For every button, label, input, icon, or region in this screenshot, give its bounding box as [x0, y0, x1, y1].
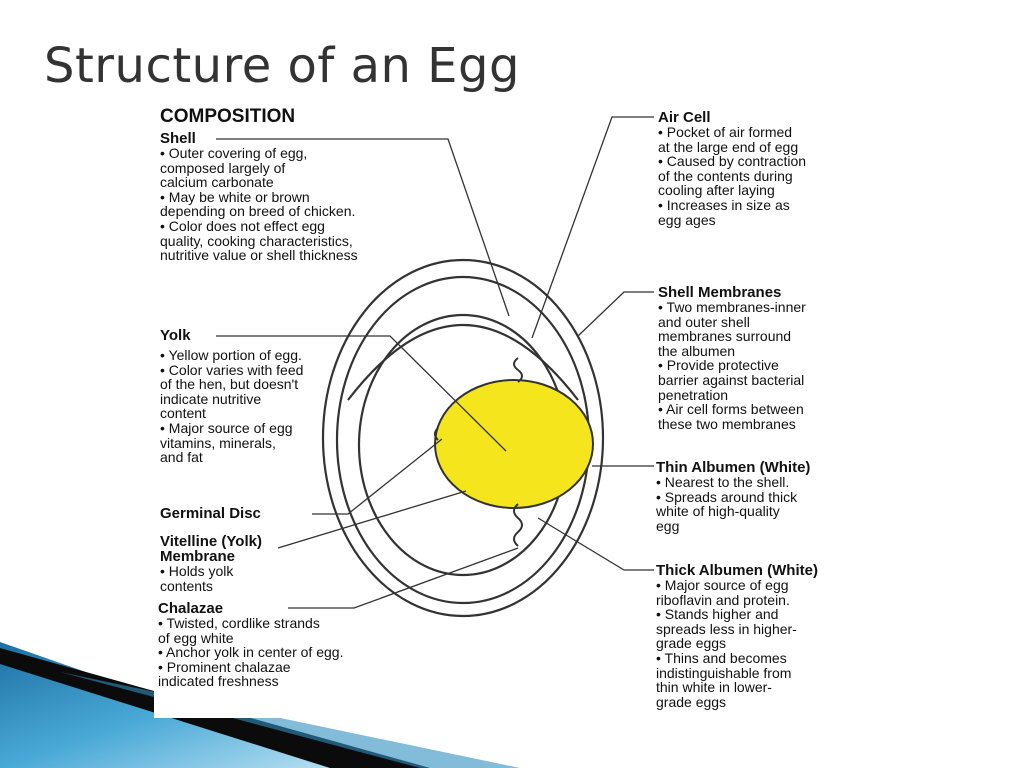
yolk-title: Yolk: [160, 327, 191, 344]
shell-membranes-line: penetration: [658, 386, 729, 403]
shell-line: calcium carbonate: [160, 174, 274, 191]
thick-albumen-line: • Stands higher and: [656, 606, 779, 623]
leader-thick-albumen: [537, 517, 654, 571]
shell-membranes-line: membranes surround: [658, 328, 792, 345]
chalazae-label: Chalazae • Twisted, cordlike strands of …: [158, 601, 343, 689]
chalazae-line: • Twisted, cordlike strands: [158, 615, 320, 631]
leader-yolk: [216, 335, 507, 452]
air-cell-line: • Caused by contraction: [658, 153, 807, 170]
vitelline-line: contents: [160, 577, 213, 594]
vitelline-title: Vitelline (Yolk): [160, 533, 262, 550]
shell-label: Shell • Outer covering of egg, composed …: [160, 131, 358, 263]
egg-diagram: [216, 116, 654, 618]
shell-membranes-line: and outer shell: [658, 313, 750, 330]
chalazae-line: indicated freshness: [158, 673, 279, 690]
yolk-line: and fat: [160, 449, 203, 466]
shell-title: Shell: [160, 130, 196, 147]
thick-albumen-line: indistinguishable from: [656, 664, 792, 681]
air-cell-outline: [347, 324, 579, 401]
chalaza-top: [513, 357, 523, 383]
leader-vitelline: [277, 490, 467, 549]
air-cell-label: Air Cell • Pocket of air formed at the l…: [658, 110, 806, 227]
shell-membranes-line: • Provide protective: [658, 357, 779, 374]
thick-albumen-label: Thick Albumen (White) • Major source of …: [656, 563, 818, 709]
shell-membranes-line: • Two membranes-inner: [658, 299, 806, 315]
yolk-shape: [434, 379, 594, 509]
thin-albumen-label: Thin Albumen (White) • Nearest to the sh…: [656, 460, 810, 533]
yolk-label: Yolk • Yellow portion of egg. • Color va…: [160, 328, 303, 465]
yolk-line: content: [160, 405, 206, 422]
thin-albumen-line: • Spreads around thick: [656, 488, 798, 505]
thin-albumen-line: • Nearest to the shell.: [656, 474, 790, 490]
shell-membranes-line: • Air cell forms between: [658, 401, 804, 418]
chalazae-title: Chalazae: [158, 600, 224, 617]
shell-membranes-line: barrier against bacterial: [658, 371, 805, 388]
slide-title: Structure of an Egg: [44, 38, 520, 94]
thin-albumen-line: white of high-quality: [656, 503, 780, 520]
shell-membranes-line: the albumen: [658, 342, 736, 359]
yolk-line: • Major source of egg: [160, 419, 293, 436]
yolk-line: • Color varies with feed: [160, 361, 304, 378]
shell-line: depending on breed of chicken.: [160, 203, 356, 220]
germinal-disc-label: Germinal Disc: [160, 506, 261, 521]
vitelline-line: • Holds yolk: [160, 563, 234, 579]
thin-albumen-title: Thin Albumen (White): [656, 459, 811, 476]
vitelline-title-line2: Membrane: [160, 548, 236, 565]
vitelline-label: Vitelline (Yolk) Membrane • Holds yolk c…: [160, 534, 262, 593]
shell-membranes-line: these two membranes: [658, 415, 796, 432]
leader-chalazae: [288, 547, 519, 609]
leader-shell-membranes: [577, 291, 654, 337]
shell-membranes-title: Shell Membranes: [658, 284, 782, 301]
yolk-line: • Yellow portion of egg.: [160, 347, 302, 363]
leader-air-cell: [531, 116, 654, 339]
chalazae-line: • Anchor yolk in center of egg.: [158, 644, 344, 661]
air-cell-line: of the contents during: [658, 167, 793, 184]
thick-albumen-line: thin white in lower-: [656, 679, 772, 696]
germinal-disc-shape: [434, 427, 439, 441]
yolk-line: of the hen, but doesn't: [160, 376, 299, 393]
shell-line: • May be white or brown: [160, 188, 310, 205]
germinal-disc-title: Germinal Disc: [160, 505, 261, 522]
chalaza-bottom: [513, 503, 523, 547]
thick-albumen-line: grade eggs: [656, 635, 727, 652]
air-cell-line: • Increases in size as: [658, 196, 790, 213]
shell-line: nutritive value or shell thickness: [160, 247, 358, 264]
shell-line: composed largely of: [160, 159, 286, 176]
air-cell-line: cooling after laying: [658, 182, 775, 199]
thick-albumen-line: • Thins and becomes: [656, 649, 787, 666]
yolk-line: indicate nutritive: [160, 390, 262, 407]
yolk-line: vitamins, minerals,: [160, 434, 276, 451]
thin-albumen-line: egg: [656, 517, 680, 534]
thick-albumen-line: • Major source of egg: [656, 577, 789, 593]
thick-albumen-line: riboflavin and protein.: [656, 591, 790, 608]
composition-heading: COMPOSITION: [160, 106, 296, 127]
thick-albumen-line: grade eggs: [656, 693, 727, 710]
shell-line: quality, cooking characteristics,: [160, 232, 353, 249]
air-cell-line: at the large end of egg: [658, 138, 799, 155]
shell-line: • Color does not effect egg: [160, 217, 325, 234]
leader-germinal-disc: [312, 438, 443, 515]
chalazae-line: • Prominent chalazae: [158, 658, 291, 675]
shell-line: • Outer covering of egg,: [160, 145, 308, 161]
air-cell-line: • Pocket of air formed: [658, 124, 793, 140]
air-cell-line: egg ages: [658, 211, 716, 228]
chalazae-line: of egg white: [158, 629, 234, 646]
shell-membranes-label: Shell Membranes • Two membranes-inner an…: [658, 285, 806, 431]
air-cell-title: Air Cell: [658, 109, 711, 126]
thick-albumen-title: Thick Albumen (White): [656, 562, 818, 579]
thick-albumen-line: spreads less in higher-: [656, 620, 797, 637]
shell-outline: [321, 258, 605, 618]
leader-shell: [216, 138, 510, 317]
